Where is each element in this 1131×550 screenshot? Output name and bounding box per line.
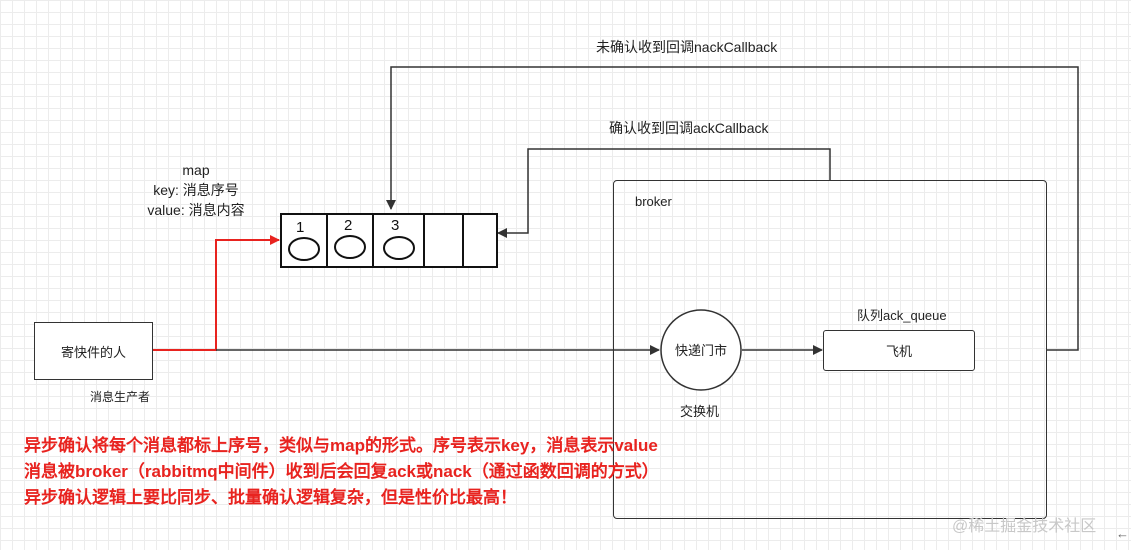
ack-callback-arrow [497,148,831,238]
message-ellipse-3 [383,236,415,260]
slot-number-1: 1 [296,219,304,236]
queue-label: 队列ack_queue [857,308,947,323]
map-key-desc: key: 消息序号 [153,182,239,198]
message-ellipse-2 [334,235,366,259]
nack-callback-label: 未确认收到回调nackCallback [596,39,778,55]
producer-box: 寄快件的人 [34,322,153,380]
queue-content: 飞机 [885,344,912,359]
exchange-label: 快递门市 [674,343,727,358]
exchange-caption: 交换机 [680,404,720,419]
broker-container [613,180,1047,519]
map-slot-5 [462,213,498,268]
map-slot-4 [423,213,464,268]
note-line-1: 异步确认将每个消息都标上序号，类似与map的形式。序号表示key，消息表示val… [24,436,658,455]
broker-label: broker [635,194,672,209]
map-value-desc: value: 消息内容 [147,202,245,218]
producer-to-map-arrow [152,235,280,351]
note-line-2: 消息被broker（rabbitmq中间件）收到后会回复ack或nack（通过函… [24,462,659,481]
producer-label: 寄快件的人 [60,344,126,360]
map-slots: 1 2 3 [280,213,498,268]
exchange-circle [660,309,742,391]
explanation-notes: 异步确认将每个消息都标上序号，类似与map的形式。序号表示key，消息表示val… [24,433,659,511]
watermark-text: @稀土掘金技术社区 [952,518,1097,535]
back-arrow-icon: ← [1116,526,1129,541]
slot-number-3: 3 [391,217,399,234]
slot-number-2: 2 [344,217,352,234]
ack-callback-label: 确认收到回调ackCallback [609,120,769,136]
queue-box: 飞机 [823,330,975,371]
map-title: map [182,162,210,178]
note-line-3: 异步确认逻辑上要比同步、批量确认逻辑复杂，但是性价比最高！ [24,488,517,507]
map-description: map key: 消息序号 value: 消息内容 [126,160,266,220]
nack-callback-arrow [386,66,1079,351]
producer-caption: 消息生产者 [90,390,151,404]
message-ellipse-1 [288,237,320,261]
